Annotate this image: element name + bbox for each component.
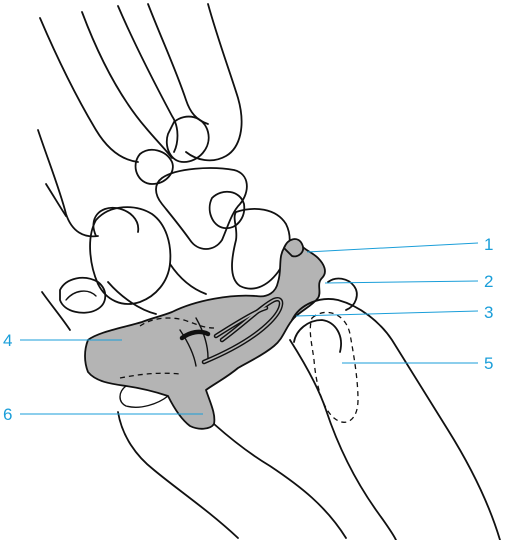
- metacarpal-outline-1: [40, 18, 138, 162]
- ulna-outline: [292, 299, 500, 540]
- radius-shaft-left: [118, 412, 238, 538]
- shaded-structure: [85, 239, 325, 429]
- callout-5: 5: [484, 354, 493, 373]
- metacarpal-outline-5: [186, 4, 242, 160]
- carpal-capitate-head: [210, 192, 245, 228]
- leader-line-3: [296, 311, 478, 316]
- carpal-lunate-edge: [170, 264, 206, 294]
- callout-4: 4: [3, 331, 12, 350]
- carpal-trapezoid: [90, 207, 170, 304]
- carpal-capitate: [156, 168, 247, 249]
- carpal-scaphoid-top: [93, 208, 138, 236]
- metacarpal-outline-2: [82, 12, 172, 158]
- callout-2: 2: [484, 272, 493, 291]
- metacarpal-head: [167, 117, 209, 162]
- ulna-inner-edge: [290, 340, 396, 540]
- carpal-trapezium: [136, 150, 173, 184]
- metacarpal-outline-6: [38, 130, 98, 236]
- metacarpal-outline-7: [46, 184, 66, 216]
- metacarpal-outline-4: [148, 4, 208, 124]
- callout-3: 3: [484, 303, 493, 322]
- callout-6: 6: [3, 405, 12, 424]
- carpal-trapezoid-edge: [42, 292, 70, 330]
- ulna-head-curve: [294, 320, 341, 352]
- leader-line-1: [307, 243, 478, 252]
- ulna: [290, 279, 500, 540]
- ulna-dashed-head: [310, 312, 358, 422]
- carpal-small: [60, 278, 105, 313]
- radius-shaft: [118, 412, 346, 538]
- callout-1: 1: [484, 235, 493, 254]
- radius-shaft-right: [214, 424, 346, 538]
- carpal-small-inner: [66, 291, 96, 300]
